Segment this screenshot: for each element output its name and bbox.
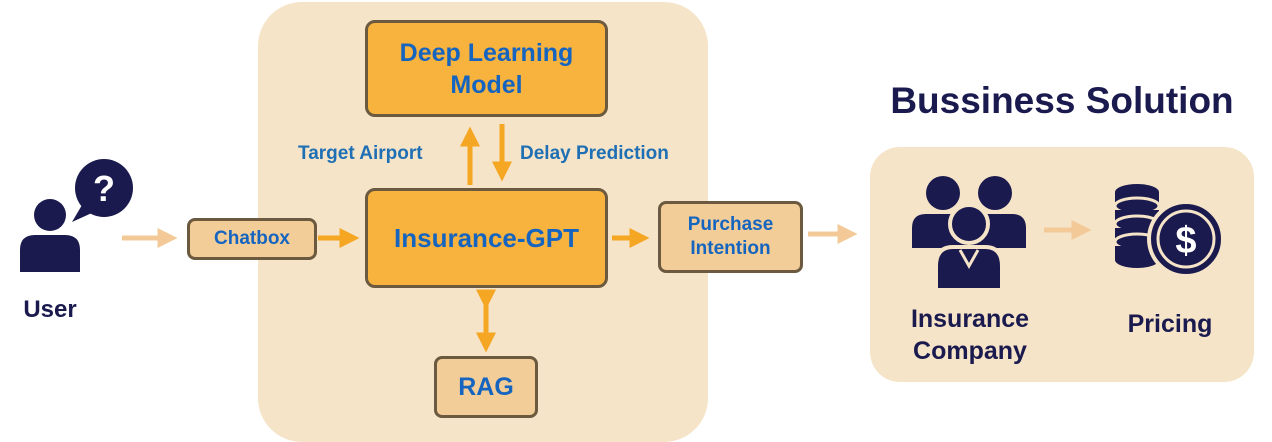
deep-learning-node: Deep Learning Model [365, 20, 608, 117]
pricing-label: Pricing [1127, 310, 1213, 338]
purchase-intention-label: Purchase Intention [687, 214, 774, 259]
business-title: Bussiness Solution [890, 80, 1234, 121]
question-bubble-icon: ? [72, 159, 133, 222]
insurance-gpt-label: Insurance-GPT [394, 222, 579, 253]
user-icon [20, 199, 80, 272]
delay-prediction-label: Delay Prediction [520, 143, 669, 164]
insurance-gpt-node: Insurance-GPT [365, 188, 608, 288]
chatbox-node: Chatbox [187, 218, 317, 260]
user-label: User [23, 296, 77, 323]
purchase-intention-node: Purchase Intention [658, 201, 803, 273]
deep-learning-label: Deep Learning Model [399, 38, 574, 99]
rag-label: RAG [458, 372, 514, 401]
question-mark-glyph: ? [93, 168, 115, 209]
rag-node: RAG [434, 356, 538, 418]
target-airport-label: Target Airport [298, 143, 423, 164]
insurance-company-label: Insurance Company [910, 305, 1030, 365]
chatbox-label: Chatbox [214, 228, 290, 249]
